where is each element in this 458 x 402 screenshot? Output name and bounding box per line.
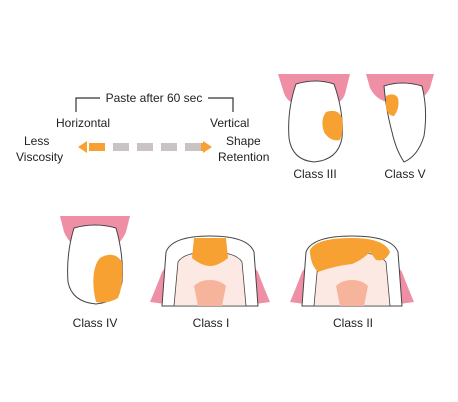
filling-class-iii bbox=[322, 110, 343, 141]
pulp-class-i bbox=[194, 280, 226, 306]
dash-6 bbox=[201, 143, 203, 151]
dash-1 bbox=[89, 143, 105, 151]
pulp-class-ii bbox=[336, 280, 368, 306]
tooth-class-v bbox=[366, 74, 434, 163]
arrow-left-head bbox=[78, 141, 87, 153]
tooth-class-iii bbox=[278, 74, 350, 163]
viscosity-label: Viscosity bbox=[16, 150, 64, 164]
class-iii-label: Class III bbox=[293, 167, 337, 181]
tooth-class-ii bbox=[290, 235, 414, 307]
dash-4 bbox=[161, 143, 177, 151]
retention-label: Retention bbox=[218, 150, 270, 164]
paste-time-label: Paste after 60 sec bbox=[105, 91, 203, 105]
shape-label: Shape bbox=[226, 134, 261, 148]
tooth-class-i bbox=[150, 235, 270, 307]
filling-class-v bbox=[386, 94, 399, 116]
class-v-label: Class V bbox=[384, 167, 426, 181]
filling-class-iv bbox=[93, 254, 123, 303]
filling-class-ii bbox=[310, 238, 390, 272]
legend-bracket bbox=[75, 97, 234, 112]
class-iv-label: Class IV bbox=[72, 316, 118, 330]
dash-5 bbox=[185, 143, 201, 151]
crown-class-iii bbox=[288, 80, 343, 163]
horizontal-label: Horizontal bbox=[56, 116, 111, 130]
class-i-label: Class I bbox=[192, 316, 230, 330]
class-ii-label: Class II bbox=[332, 316, 373, 330]
dash-3 bbox=[137, 143, 153, 151]
viscosity-arrow bbox=[78, 141, 212, 153]
vertical-label: Vertical bbox=[210, 116, 250, 130]
arrow-right-head bbox=[203, 141, 212, 153]
tooth-class-iv bbox=[60, 216, 130, 305]
filling-class-i bbox=[192, 238, 228, 266]
less-label: Less bbox=[24, 134, 50, 148]
dash-2 bbox=[113, 143, 129, 151]
